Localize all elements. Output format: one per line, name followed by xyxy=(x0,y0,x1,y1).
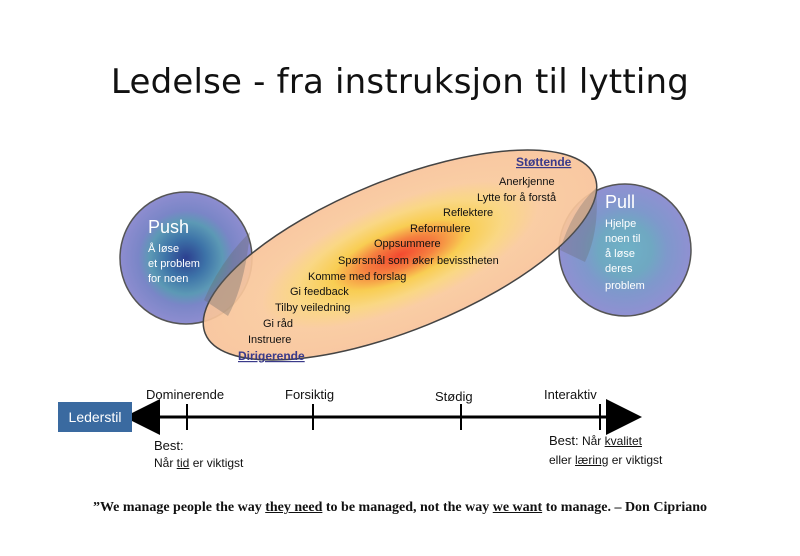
push-title: Push xyxy=(148,217,189,237)
best-left: Best: Når tid er viktigst xyxy=(154,438,243,470)
pull-line: Hjelpe xyxy=(605,218,636,230)
pull-line: noen til xyxy=(605,233,640,245)
step-label: Komme med forslag xyxy=(308,271,406,283)
pull-circle xyxy=(558,183,692,317)
slide-title: Ledelse - fra instruksjon til lytting xyxy=(110,62,690,102)
best-right-line1: Best: Når kvalitet xyxy=(549,433,642,448)
step-label: Instruere xyxy=(248,334,291,346)
step-label: Spørsmål som øker bevisstheten xyxy=(338,255,499,267)
tick-label-stodig: Stødig xyxy=(435,389,473,404)
pull-line: problem xyxy=(605,280,645,292)
overlap-right xyxy=(560,188,597,262)
tick-label-dominerende: Dominerende xyxy=(146,387,224,402)
lederstil-label: Lederstil xyxy=(58,402,132,432)
step-label: Tilby veiledning xyxy=(275,302,350,314)
push-line: Å løse xyxy=(148,242,179,255)
step-label: Gi råd xyxy=(263,318,293,330)
tick-label-forsiktig: Forsiktig xyxy=(285,387,334,402)
tick-label-interaktiv: Interaktiv xyxy=(544,387,597,402)
overlap-left xyxy=(204,232,250,316)
step-label: Reformulere xyxy=(410,223,471,235)
step-label: Oppsummere xyxy=(374,238,441,250)
stottende-label: Støttende xyxy=(516,155,572,169)
best-left-heading: Best: xyxy=(154,438,184,453)
dirigerende-label: Dirigerende xyxy=(238,349,305,363)
step-label: Lytte for å forstå xyxy=(477,192,557,204)
step-label: Anerkjenne xyxy=(499,176,555,188)
push-line: for noen xyxy=(148,273,188,285)
pull-line: deres xyxy=(605,263,633,275)
leadership-ellipse xyxy=(202,149,598,361)
step-label: Gi feedback xyxy=(290,286,349,298)
quote: ”We manage people the way they need to b… xyxy=(92,500,708,515)
best-left-text: Når tid er viktigst xyxy=(154,456,244,470)
step-label: Reflektere xyxy=(443,207,493,219)
pull-line: å løse xyxy=(605,248,635,260)
best-right: Best: Når kvalitet eller læring er vikti… xyxy=(549,432,662,467)
push-line: et problem xyxy=(148,258,200,270)
best-right-line2: eller læring er viktigst xyxy=(549,453,663,467)
pull-title: Pull xyxy=(605,192,635,212)
